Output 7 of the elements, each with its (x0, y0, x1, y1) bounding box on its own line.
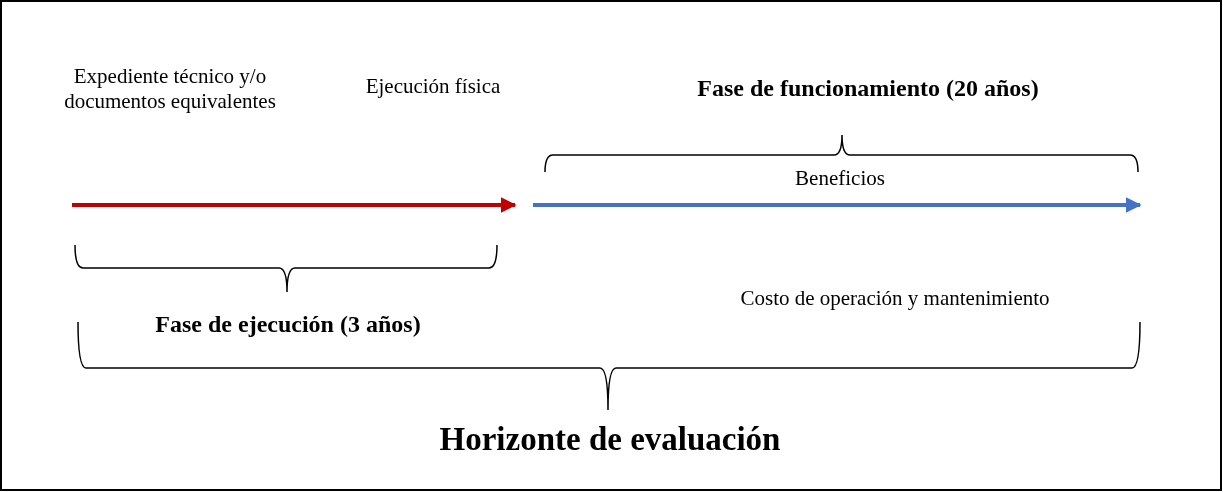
label: Ejecución física (364, 74, 502, 100)
label: Beneficios (794, 166, 886, 192)
heading: Horizonte de evaluación (438, 420, 782, 459)
label: Costo de operación y mantenimiento (739, 286, 1051, 312)
heading: Fase de ejecución (3 años) (154, 310, 422, 339)
label: Expediente técnico y/o documentos equivalentes (63, 64, 277, 115)
heading: Fase de funcionamiento (20 años) (696, 74, 1040, 103)
